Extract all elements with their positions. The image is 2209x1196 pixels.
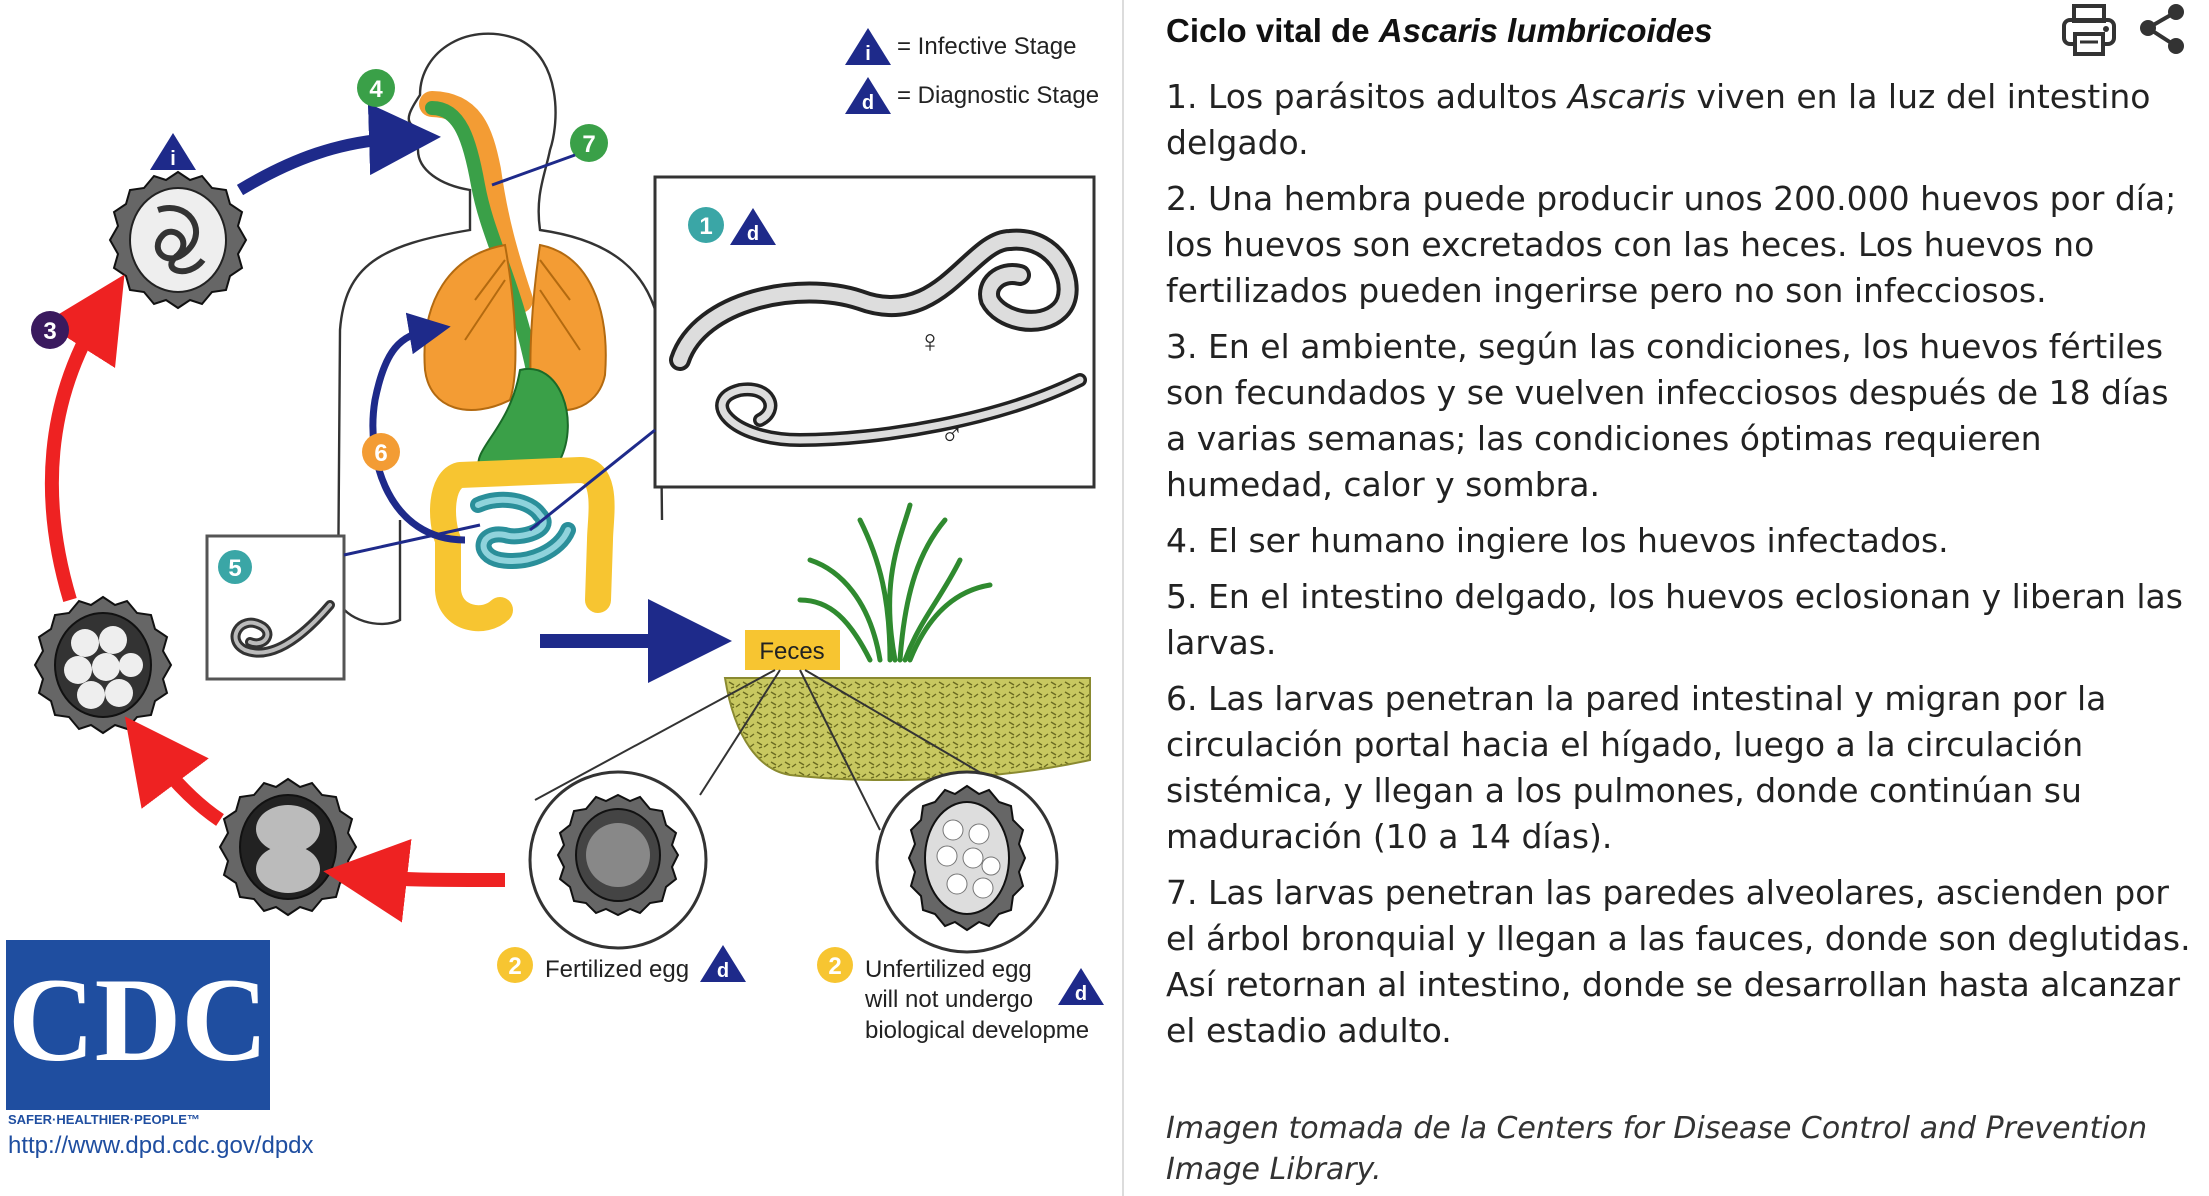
- article-pane: Ciclo vital de Ascaris lumbricoides 1. L…: [1166, 0, 2196, 1196]
- stage-7-marker: 7: [491, 124, 608, 187]
- stage-6-marker: 6: [362, 433, 400, 471]
- diagnostic-stage-label: = Diagnostic Stage: [897, 82, 1099, 109]
- life-cycle-figure: i = Infective Stage d = Diagnostic Stage…: [6, 28, 1104, 1159]
- stage-3-marker: 3: [31, 311, 69, 349]
- svg-text:i: i: [170, 148, 176, 170]
- fertilized-egg-caption: 2 Fertilized egg d: [497, 945, 746, 983]
- step-4: 4. El ser humano ingiere los huevos infe…: [1166, 521, 1949, 560]
- development-arrow-3: [44, 274, 125, 603]
- share-icon: [2140, 4, 2184, 54]
- svg-text:6: 6: [374, 440, 387, 467]
- svg-text:d: d: [747, 223, 759, 245]
- svg-text:3: 3: [43, 318, 56, 345]
- svg-text:2: 2: [828, 953, 841, 980]
- fertilized-egg-illustration: [528, 770, 708, 950]
- image-caption: Imagen tomada de la Centers for Disease …: [1166, 1111, 2148, 1187]
- svg-text:4: 4: [369, 76, 383, 103]
- infective-stage-label: = Infective Stage: [897, 33, 1076, 60]
- cdc-logo: CDC SAFER·HEALTHIER·PEOPLE™ http://www.d…: [6, 940, 314, 1159]
- infective-stage-marker: i: [150, 133, 196, 170]
- species-name: Ascaris lumbricoides: [1378, 12, 1713, 49]
- svg-text:Unfertilized egg: Unfertilized egg: [865, 956, 1032, 983]
- svg-text:Feces: Feces: [759, 638, 824, 665]
- step-5: 5. En el intestino delgado, los huevos e…: [1166, 577, 2183, 662]
- svg-text:d: d: [717, 960, 729, 982]
- svg-text:biological developme: biological developme: [865, 1017, 1089, 1044]
- infective-stage-legend: i = Infective Stage: [845, 28, 1076, 65]
- svg-text:2: 2: [508, 953, 521, 980]
- large-intestine-shape: [430, 456, 615, 632]
- ingestion-arrow: [236, 103, 441, 196]
- embryonated-egg-illustration: [33, 595, 173, 735]
- step-3: 3. En el ambiente, según las condiciones…: [1166, 327, 2169, 504]
- diagnostic-stage-legend: d = Diagnostic Stage: [845, 77, 1099, 114]
- development-arrow-1: [323, 839, 506, 923]
- larva-box: 5: [205, 523, 481, 681]
- female-symbol: ♀: [918, 323, 942, 359]
- legend: i = Infective Stage d = Diagnostic Stage: [845, 28, 1099, 114]
- infective-egg-illustration: [108, 170, 248, 310]
- unfertilized-egg-illustration: [875, 770, 1059, 954]
- pane-divider: [1122, 0, 1124, 1196]
- article-title: Ciclo vital de Ascaris lumbricoides: [1166, 12, 1713, 49]
- feces-label: Feces: [745, 630, 840, 670]
- svg-text:7: 7: [582, 131, 595, 158]
- step-7: 7. Las larvas penetran las paredes alveo…: [1166, 873, 2191, 1050]
- step-1: 1. Los parásitos adultos Ascaris viven e…: [1166, 77, 2151, 162]
- adult-worms-box: 1 d ♀ ♂: [529, 175, 1096, 532]
- life-cycle-steps: 1. Los parásitos adultos Ascaris viven e…: [1166, 74, 2196, 1064]
- svg-text:will not undergo: will not undergo: [864, 986, 1033, 1013]
- svg-text:d: d: [1075, 983, 1087, 1005]
- printer-icon: [2062, 4, 2116, 56]
- infective-symbol: i: [865, 43, 871, 65]
- larvae-migration-arrow: [369, 312, 466, 544]
- cdc-logo-text: CDC: [8, 953, 268, 1086]
- share-button[interactable]: [2132, 0, 2192, 62]
- stage-1-number: 1: [699, 213, 712, 240]
- two-cell-egg-illustration: [218, 777, 358, 917]
- cdc-tagline: SAFER·HEALTHIER·PEOPLE™: [8, 1112, 200, 1127]
- svg-text:Fertilized egg: Fertilized egg: [545, 956, 689, 983]
- left-lung-shape: [423, 243, 517, 411]
- print-button[interactable]: [2059, 0, 2119, 62]
- development-arrow-2: [124, 716, 224, 826]
- step-6: 6. Las larvas penetran la pared intestin…: [1166, 679, 2107, 856]
- diagnostic-symbol: d: [862, 92, 874, 114]
- unfertilized-egg-caption: 2 Unfertilized egg will not undergo biol…: [817, 947, 1104, 1044]
- stage-4-marker: 4: [357, 69, 395, 107]
- grass-illustration: [797, 502, 993, 663]
- step-2: 2. Una hembra puede producir unos 200.00…: [1166, 179, 2177, 310]
- right-lung-shape: [529, 243, 607, 412]
- stage-5-number: 5: [228, 555, 241, 582]
- cdc-url-link[interactable]: http://www.dpd.cdc.gov/dpdx: [8, 1132, 314, 1159]
- male-symbol: ♂: [940, 416, 964, 452]
